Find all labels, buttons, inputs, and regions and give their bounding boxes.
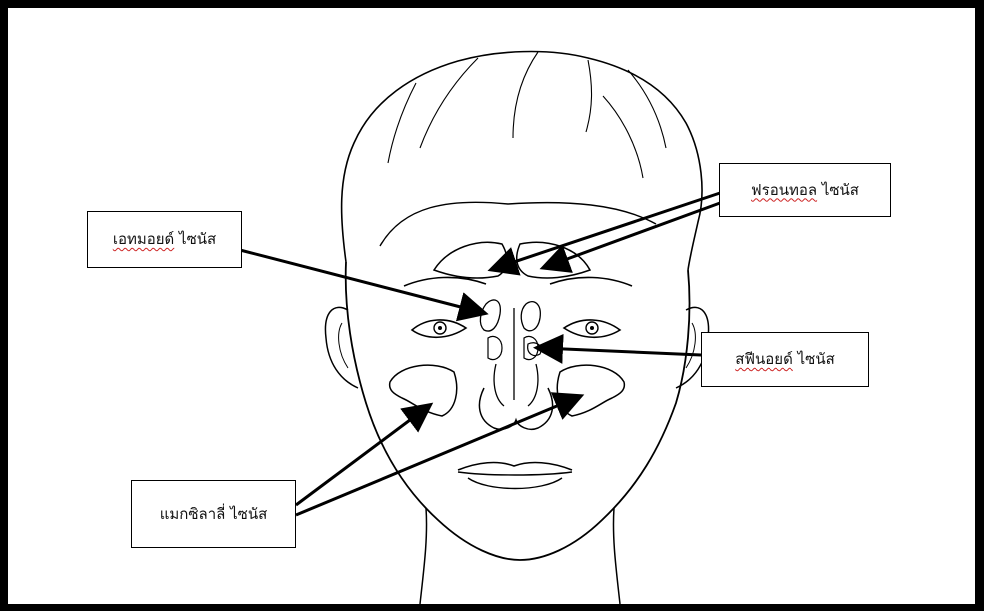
sphenoid-label-suffix: ไซนัส [793,350,835,368]
diagram-frame: ฟรอนทอล ไซนัส เอทมอยด์ ไซนัส สฟีนอยด์ ไซ… [8,8,975,604]
ethmoid-label-suffix: ไซนัส [174,230,216,248]
left-ear-inner [339,323,348,368]
ethmoid-sinus-label: เอทมอยด์ ไซนัส [87,211,242,268]
maxillary-label-main: แมกซิลาลี่ ไซนัส [160,505,268,523]
maxillary-arrow-left [296,408,426,505]
mouth-lower-lip [468,478,562,489]
ethmoid-cell-left [480,300,500,331]
frontal-arrow-right [548,203,720,266]
neck-left [420,508,427,604]
mouth-upper-lip [458,463,572,470]
sphenoid-sinus [528,343,541,356]
ethmoid-label-main: เอทมอยด์ [113,230,174,248]
sphenoid-label-main: สฟีนอยด์ [735,350,793,368]
ethmoid-cell-right [521,302,540,331]
sphenoid-arrow [542,348,701,355]
nasal-cavity [494,308,538,406]
hairline [380,202,656,246]
ethmoid-cells-lower [488,336,538,359]
right-eyebrow [550,277,632,286]
frontal-label-suffix: ไซนัส [817,181,859,199]
maxillary-arrow-right [296,398,576,515]
ethmoid-arrow [240,250,480,312]
maxillary-sinus-right [557,365,624,416]
sphenoid-sinus-label: สฟีนอยด์ ไซนัส [701,332,869,387]
frontal-sinus-left [434,242,507,278]
frontal-arrow-left [496,193,720,268]
neck-right [613,508,620,604]
frontal-label-main: ฟรอนทอล [751,181,817,199]
maxillary-sinus-label: แมกซิลาลี่ ไซนัส [131,480,296,548]
mouth-line [458,472,572,475]
frontal-sinus-label: ฟรอนทอล ไซนัส [719,163,891,217]
right-pupil-dot [590,326,594,330]
face-outline [346,262,690,560]
left-pupil-dot [438,326,442,330]
